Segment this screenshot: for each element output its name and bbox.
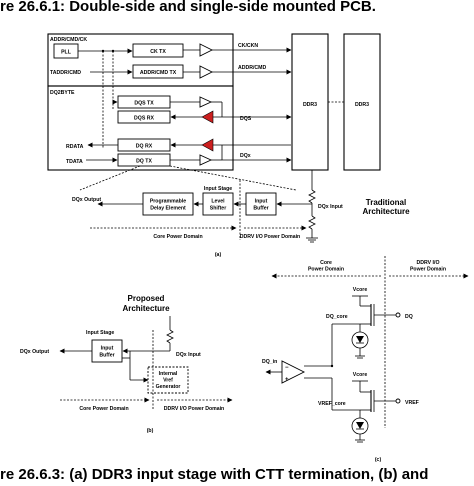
dq2byte-group-label: DQ2BYTE bbox=[50, 90, 75, 96]
dqx-input-label-b: DQx Input bbox=[176, 352, 201, 358]
dqx-input-label-a: DQx Input bbox=[318, 204, 343, 210]
dqx-output-label-a: DQx Output bbox=[72, 197, 101, 203]
vref-terminal bbox=[395, 398, 401, 404]
dqs-rx-block bbox=[117, 110, 171, 124]
dq-pin-label: DQ bbox=[405, 314, 413, 320]
dqs-rx-buffer bbox=[201, 110, 214, 124]
addr-driver-buffer bbox=[199, 65, 214, 79]
addr-cmd-tx-block bbox=[132, 64, 184, 79]
figure-caption-bottom: re 26.6.3: (a) DDR3 input stage with CTT… bbox=[0, 466, 429, 483]
ck-driver-buffer bbox=[199, 43, 214, 57]
dqs-tx-buffer bbox=[199, 96, 213, 108]
dq2byte-group-box bbox=[47, 85, 234, 171]
addr-out-label: ADDR/CMD bbox=[238, 65, 266, 71]
addr-cmd-tx-label: ADDR/CMD TX bbox=[140, 70, 177, 76]
vcore-1-label: Vcore bbox=[353, 287, 368, 293]
taddr-label: TADDR/CMD bbox=[50, 70, 81, 76]
termination-resistor-2 bbox=[308, 215, 316, 230]
dq-rx-buffer bbox=[201, 138, 214, 152]
label-c: (c) bbox=[375, 457, 382, 463]
svg-text:−: − bbox=[285, 365, 289, 371]
core-domain-label-a: Core Power Domain bbox=[153, 234, 202, 240]
input-stage-label-b: Input Stage bbox=[86, 330, 114, 336]
ck-out-label: CK/CKN bbox=[238, 43, 258, 49]
dqs-rx-label: DQS RX bbox=[134, 116, 154, 122]
rdata-label: RDATA bbox=[66, 144, 84, 150]
dq-tx-label: DQ TX bbox=[136, 159, 152, 165]
ck-tx-label: CK TX bbox=[150, 49, 166, 55]
diagram-a: ADDR/CMD/CK DQ2BYTE PLL TADDR/CMD CK TX … bbox=[47, 33, 410, 258]
dq-rx-label: DQ RX bbox=[136, 144, 153, 150]
dqs-label: DQS bbox=[240, 116, 252, 122]
dqs-tx-label: DQS TX bbox=[134, 101, 154, 107]
dqx-output-label-b: DQx Output bbox=[20, 349, 49, 355]
dq-core-label: DQ_core bbox=[326, 314, 348, 320]
termination-resistor-1 bbox=[308, 189, 316, 204]
figure-caption-top: re 26.6.1: Double-side and single-side m… bbox=[0, 0, 376, 15]
dq-in-label: DQ_in bbox=[262, 359, 277, 365]
svg-text:+: + bbox=[285, 377, 289, 383]
input-stage-label-a: Input Stage bbox=[204, 186, 232, 192]
label-a: (a) bbox=[215, 252, 222, 258]
ddr3-chip-1-label: DDR3 bbox=[303, 102, 317, 108]
addr-cmd-group-label: ADDR/CMD/CK bbox=[50, 37, 87, 43]
core-domain-label-b: Core Power Domain bbox=[79, 406, 128, 412]
vref-pin-label: VREF bbox=[405, 400, 419, 406]
pll-label: PLL bbox=[61, 50, 72, 56]
vcore-2-label: Vcore bbox=[353, 372, 368, 378]
ddrv-domain-label-b: DDRV I/O Power Domain bbox=[164, 406, 224, 412]
ddr3-chip-2-label: DDR3 bbox=[355, 102, 369, 108]
vref-core-label: VREF_core bbox=[318, 401, 346, 407]
dq-terminal bbox=[395, 312, 401, 318]
label-b: (b) bbox=[147, 428, 154, 434]
vref-generator-block bbox=[147, 366, 189, 394]
dqx-label: DQx bbox=[240, 153, 251, 159]
ddrv-domain-label-a: DDRV I/O Power Domain bbox=[240, 234, 300, 240]
dq-tx-buffer bbox=[199, 154, 213, 166]
tdata-label: TDATA bbox=[66, 159, 83, 165]
ck-tx-block bbox=[132, 43, 184, 58]
